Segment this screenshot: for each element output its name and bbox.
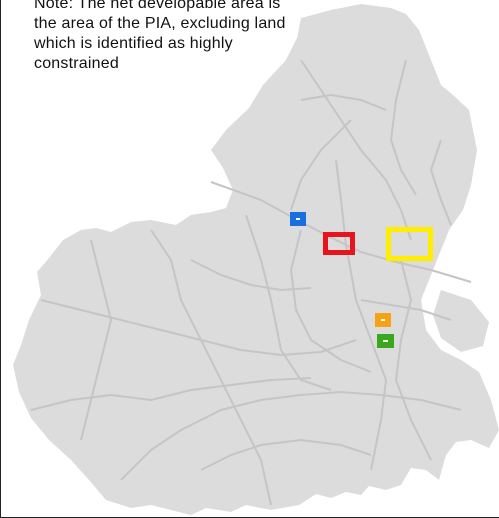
yellow-site-marker[interactable] <box>386 227 433 261</box>
road-network <box>30 59 472 506</box>
region-east-lobe <box>433 290 489 352</box>
blue-site-marker[interactable] <box>290 212 306 226</box>
orange-site-marker[interactable] <box>375 313 391 327</box>
map-note: Note: The net developable area is the ar… <box>34 0 286 72</box>
red-site-marker[interactable] <box>323 232 355 255</box>
region-landmass <box>13 4 499 515</box>
green-site-marker[interactable] <box>377 334 394 348</box>
